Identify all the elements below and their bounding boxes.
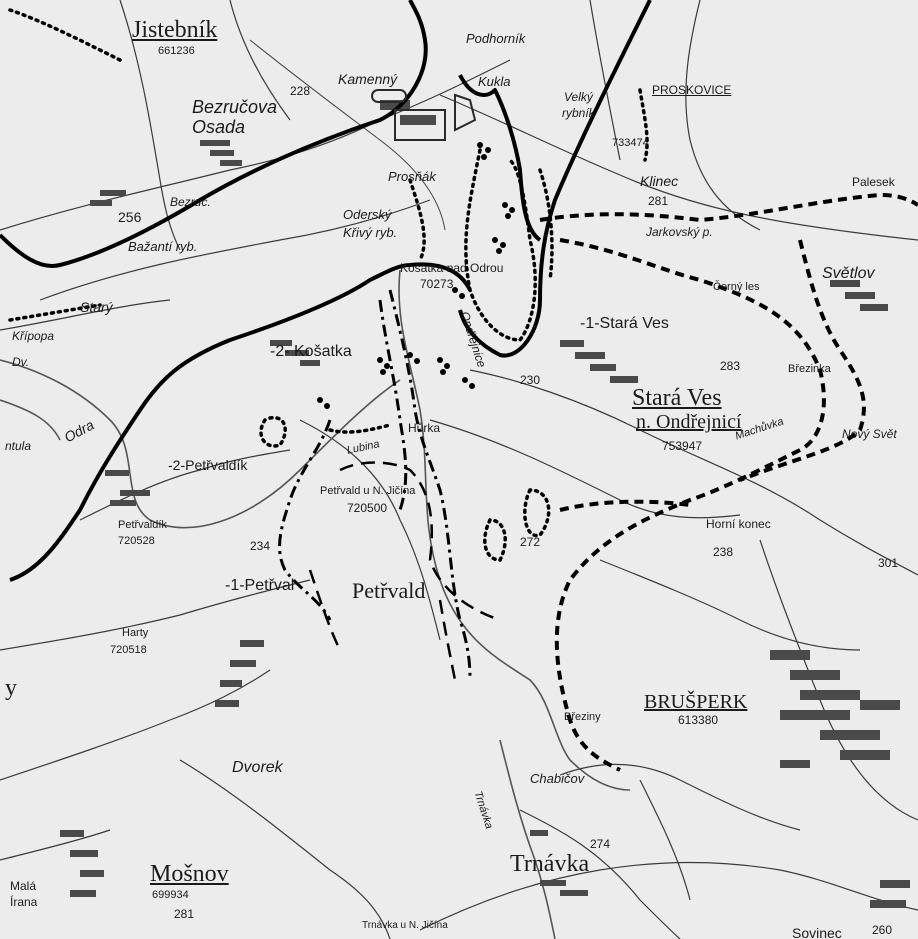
trnavka-label: Trnávka xyxy=(510,851,590,877)
dashdot-boundaries xyxy=(278,289,472,681)
railway xyxy=(249,39,446,231)
bazanti-label: Bažantí ryb. xyxy=(128,239,198,254)
dashed-boundaries xyxy=(539,192,918,772)
mosnov-label: Mošnov xyxy=(150,861,229,887)
odersky-1: Oderský xyxy=(343,207,392,222)
kripopa-label: Křípopa xyxy=(12,329,55,343)
elev-301: 301 xyxy=(878,556,899,570)
proskovice-label: PROSKOVICE xyxy=(652,83,732,97)
stara-ves-name: Stará Ves xyxy=(632,385,722,411)
chabicov-label: Chabičov xyxy=(530,771,585,786)
trnavka-jicin-label: Trnávka u N. Jičína xyxy=(362,920,448,931)
velky-rybnik-1: Velký xyxy=(564,90,593,104)
jistebnik-label: Jistebník xyxy=(132,17,218,43)
elev-238: 238 xyxy=(713,545,734,559)
elev-281-klinec: 281 xyxy=(648,194,669,208)
brusperk-label: BRUŠPERK xyxy=(644,691,748,713)
petrvaldik-code: 720528 xyxy=(118,535,155,547)
prosnak-label: Prosňák xyxy=(388,169,436,184)
elev-283: 283 xyxy=(720,359,741,373)
mosnov-code: 699934 xyxy=(152,889,189,901)
bezrucova-osada-1: Bezručova xyxy=(192,97,278,117)
ntula-label: ntula xyxy=(5,439,32,453)
bezruc-label: Bezruč. xyxy=(170,195,211,209)
cerny-les-label: Černý les xyxy=(713,281,760,293)
dv-label: Dv. xyxy=(12,355,30,369)
elev-260: 260 xyxy=(872,923,893,937)
stara-ves-name-2: n. Ondřejnicí xyxy=(636,411,742,433)
proskovice-code: 733474 xyxy=(612,137,649,149)
petrvaldik-area-label: -2-Petřvaldík xyxy=(168,457,248,473)
mala-irana-2: Írana xyxy=(10,895,38,909)
jarkovsky-label: Jarkovský p. xyxy=(646,225,713,239)
kamenny-label: Kamenný xyxy=(338,71,398,87)
thick-boundaries xyxy=(0,0,652,582)
petrvald-jicin-label: Petřvald u N. Jičína xyxy=(320,485,416,497)
kukla-label: Kukla xyxy=(478,74,511,89)
brusperk-code: 613380 xyxy=(678,713,719,727)
stara-ves-area-label: -1-Stará Ves xyxy=(580,315,669,332)
elev-230: 230 xyxy=(520,373,541,387)
code-70273: 70273 xyxy=(420,277,454,291)
podhornik-label: Podhorník xyxy=(466,31,526,46)
elev-281-mosnov: 281 xyxy=(174,907,195,921)
odersky-2: Křivý ryb. xyxy=(343,225,398,240)
breziny-label: Březiny xyxy=(564,711,601,723)
brezinka-label: Březinka xyxy=(788,363,831,375)
harty-label: Harty xyxy=(122,627,149,639)
rivers xyxy=(0,269,631,939)
long-dashed-lines xyxy=(308,461,501,681)
dvorek-label: Dvorek xyxy=(232,759,283,776)
hurka-label: Hůrka xyxy=(408,421,441,435)
jistebnik-code: 661236 xyxy=(158,45,195,57)
point-features xyxy=(317,142,515,409)
edge-y-label: y xyxy=(5,675,17,701)
harty-code: 720518 xyxy=(110,644,147,656)
bezrucova-osada-2: Osada xyxy=(192,117,246,137)
sovinec-label: Sovinec xyxy=(792,925,842,939)
elev-274: 274 xyxy=(590,837,611,851)
klinec-label: Klinec xyxy=(640,173,679,189)
velky-rybnik-2: rybník xyxy=(562,106,595,120)
elev-228: 228 xyxy=(290,84,311,98)
elev-234: 234 xyxy=(250,539,271,553)
horni-konec-label: Horní konec xyxy=(706,517,771,531)
kosatka-area-label: -2- Košatka xyxy=(270,343,352,360)
petrval-area-label: -1-Petřval xyxy=(225,577,295,594)
petrvald-jicin-code: 720500 xyxy=(347,501,388,515)
palesek-label: Palesek xyxy=(852,175,895,189)
elev-272: 272 xyxy=(520,535,541,549)
mala-irana-1: Malá xyxy=(10,879,37,893)
dotted-boundaries xyxy=(8,8,649,562)
industrial-area xyxy=(371,89,477,141)
elev-256: 256 xyxy=(118,209,142,225)
novy-svet-label: Nový Svět xyxy=(842,427,897,441)
stary-label: Starý xyxy=(80,299,113,315)
petrvald-label: Petřvald xyxy=(352,578,426,603)
stara-ves-code: 753947 xyxy=(662,439,703,453)
built-up-areas xyxy=(60,100,910,908)
svetlov-label: Světlov xyxy=(822,265,875,282)
kosatka-nad-odrou-label: Košatka nad Odrou xyxy=(400,261,504,275)
petrvaldik-label: Petřvaldík xyxy=(118,519,167,531)
